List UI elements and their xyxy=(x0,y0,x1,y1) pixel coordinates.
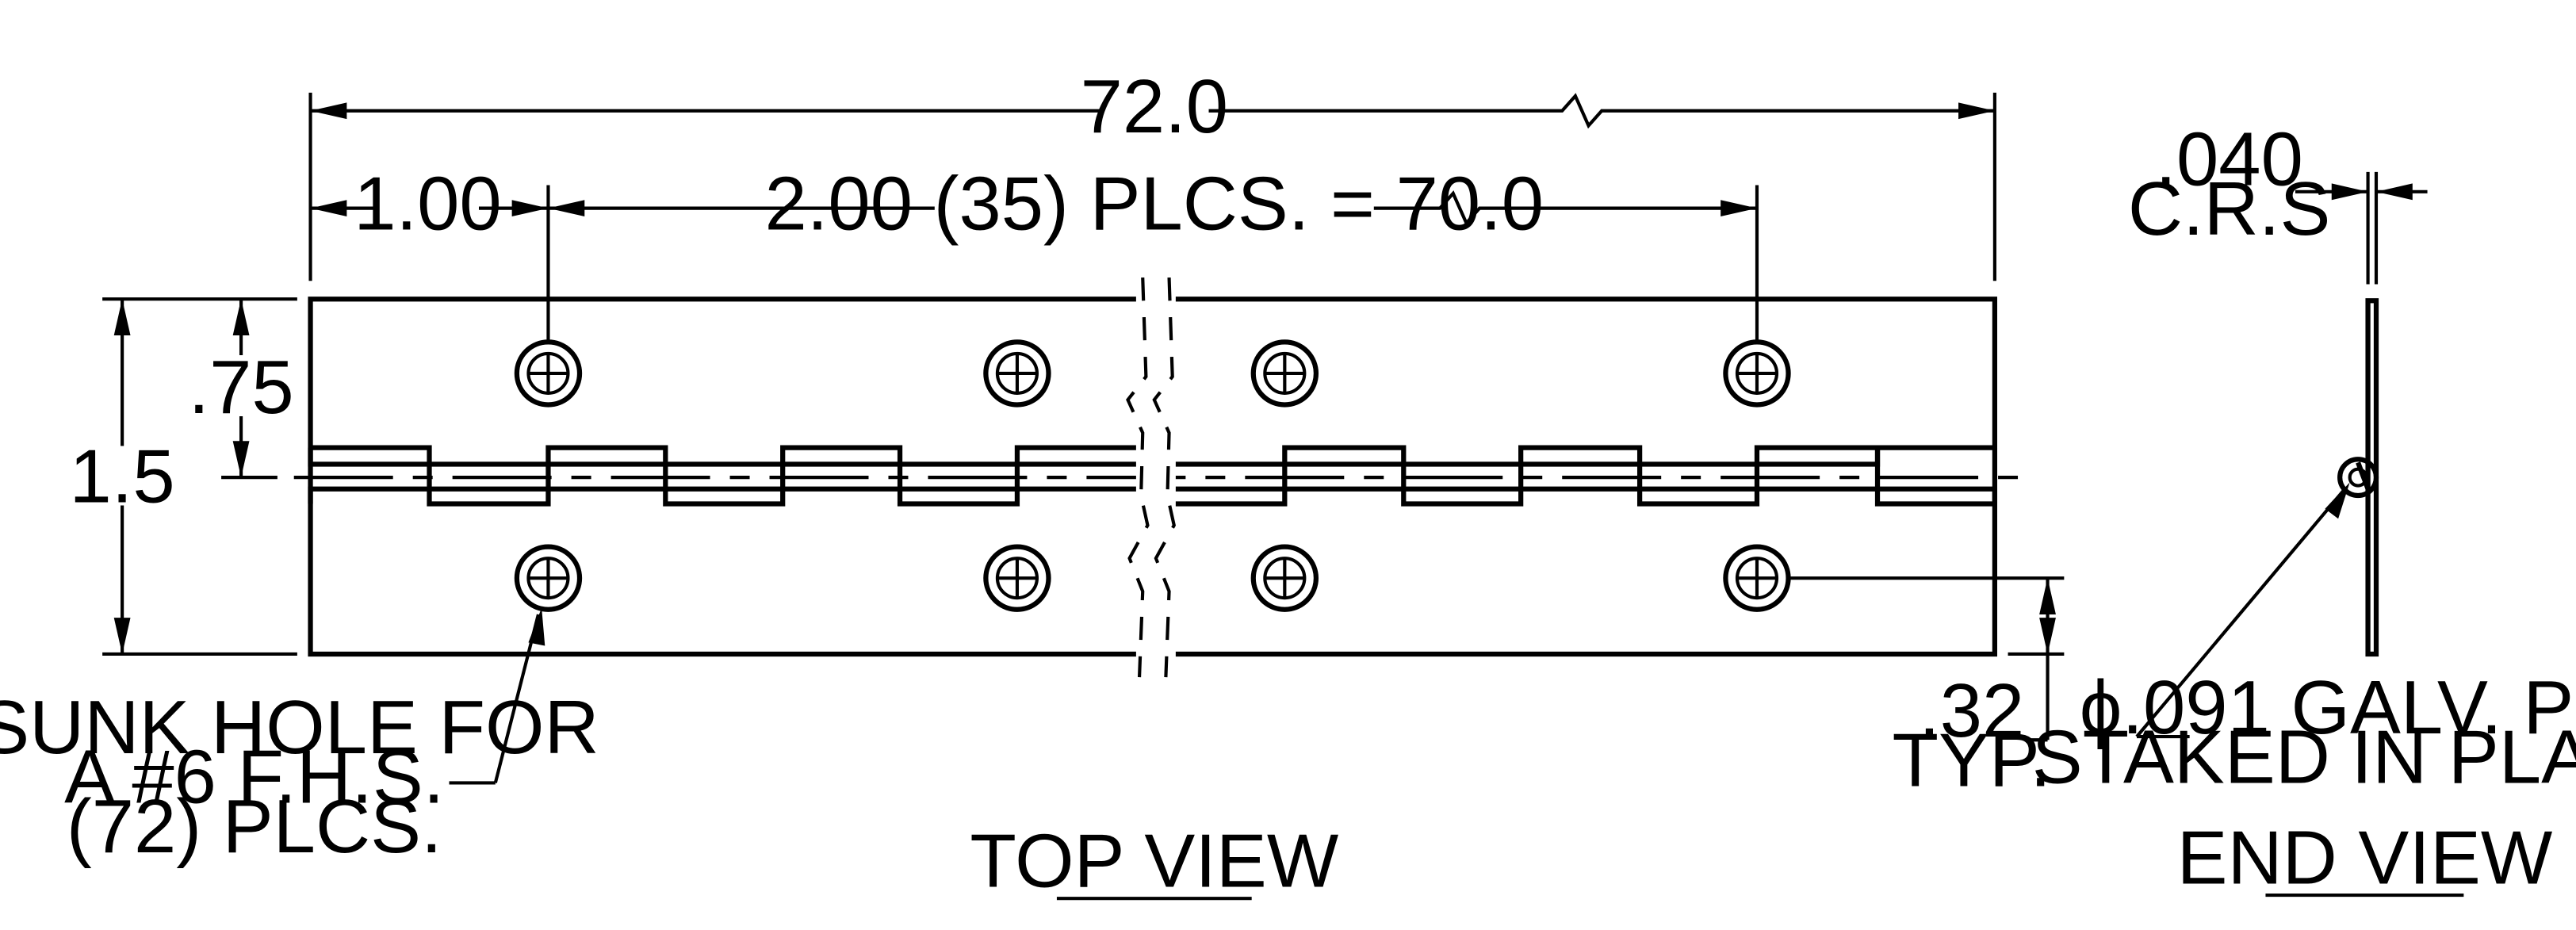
hole xyxy=(1250,339,1319,408)
dim-hole-row-offset: .75 xyxy=(188,299,294,480)
hole-note-line-1: C'SUNK HOLE FOR xyxy=(0,685,599,770)
hole-note-line-3: (72) PLCS. xyxy=(67,784,442,869)
hole xyxy=(983,544,1051,612)
pin-note: ϕ.091 GALV. PIN STAKED IN PLACE xyxy=(2032,482,2576,799)
edge-margin-label-1: .32 xyxy=(1919,668,2024,753)
hole-row-offset-label: .75 xyxy=(188,345,293,430)
dim-overall-length: 72.0 xyxy=(308,64,1996,281)
hole xyxy=(514,339,583,408)
pin-note-line-1: ϕ.091 GALV. PIN xyxy=(2080,665,2576,750)
dim-edge-margin: .32 TYP. xyxy=(1789,576,2065,803)
overall-width-label: 1.5 xyxy=(70,434,175,519)
break-lines xyxy=(1126,277,1176,678)
thickness-label-2: C.R.S xyxy=(2128,166,2331,251)
dim-thickness: .040 C.R.S xyxy=(2128,117,2428,285)
hole xyxy=(514,544,583,612)
dim-hole-spacing: 1.00 2.00 (35) PLCS. = 70.0 xyxy=(310,162,1759,343)
top-view-title: TOP VIEW xyxy=(970,819,1338,904)
end-view xyxy=(2337,298,2379,657)
end-view-title: END VIEW xyxy=(2177,815,2553,900)
top-view-label: TOP VIEW xyxy=(970,819,1338,904)
hole xyxy=(1723,544,1791,612)
overall-length-label: 72.0 xyxy=(1081,64,1228,149)
hole xyxy=(1250,544,1319,612)
thickness-label-1: .040 xyxy=(2155,117,2302,201)
edge-margin-label-2: TYP. xyxy=(1892,718,2051,803)
end-view-label: END VIEW xyxy=(2177,815,2553,900)
pin-note-line-2: STAKED IN PLACE xyxy=(2032,714,2576,799)
hole-note-line-2: A #6 F.H.S. xyxy=(64,734,444,819)
hole-note: C'SUNK HOLE FOR A #6 F.H.S. (72) PLCS. xyxy=(0,607,599,869)
hole xyxy=(1723,339,1791,408)
hole xyxy=(983,339,1051,408)
dim-overall-width: 1.5 xyxy=(70,297,297,656)
hole-spacing-label: 2.00 (35) PLCS. = 70.0 xyxy=(765,162,1544,247)
end-offset-label: 1.00 xyxy=(354,162,501,247)
